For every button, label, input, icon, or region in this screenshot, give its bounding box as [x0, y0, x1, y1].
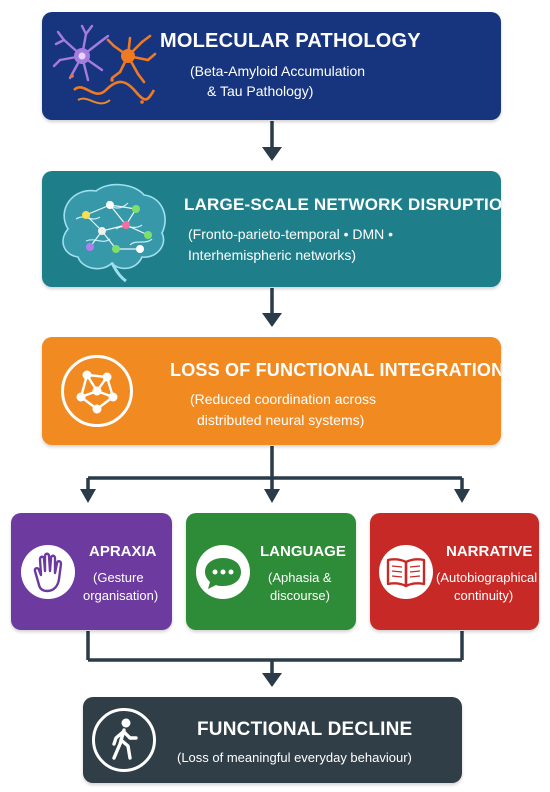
narrative-title: NARRATIVE	[446, 543, 533, 560]
language-subtitle-line1: (Aphasia &	[268, 570, 332, 585]
narrative-subtitle-line2: continuity)	[454, 588, 514, 603]
language-title: LANGUAGE	[260, 543, 346, 560]
apraxia-title: APRAXIA	[89, 543, 157, 560]
molecular-pathology-box: MOLECULAR PATHOLOGY (Beta-Amyloid Accumu…	[42, 12, 501, 120]
loss-subtitle-line1: (Reduced coordination across	[190, 391, 376, 407]
book-icon	[386, 558, 426, 588]
brain-network-icon	[62, 183, 166, 283]
narrative-box: NARRATIVE (Autobiographical continuity)	[370, 513, 539, 630]
apraxia-box: APRAXIA (Gesture organisation)	[11, 513, 172, 630]
apraxia-subtitle-line2: organisation)	[83, 588, 159, 603]
network-graph-icon-circle	[61, 355, 133, 427]
loss-subtitle-line2: distributed neural systems)	[197, 412, 365, 428]
speech-bubble-icon	[205, 558, 241, 589]
apraxia-subtitle-line1: (Gesture	[93, 570, 144, 585]
network-disruption-box: LARGE-SCALE NETWORK DISRUPTION (Fronto-p…	[42, 171, 501, 287]
network-subtitle-line2: Interhemispheric networks)	[188, 247, 357, 263]
molecular-subtitle-line2: & Tau Pathology)	[207, 83, 314, 99]
loss-title: LOSS OF FUNCTIONAL INTEGRATION	[170, 360, 501, 380]
arrowhead-language	[264, 489, 280, 503]
narrative-subtitle-line1: (Autobiographical	[436, 570, 538, 585]
language-box: LANGUAGE (Aphasia & discourse)	[186, 513, 356, 630]
walking-person-icon	[112, 718, 138, 760]
decline-title: FUNCTIONAL DECLINE	[197, 719, 413, 740]
arrowhead-loss	[262, 313, 282, 327]
network-title: LARGE-SCALE NETWORK DISRUPTION	[184, 195, 501, 214]
arrowhead-decline	[262, 673, 282, 687]
molecular-title: MOLECULAR PATHOLOGY	[160, 30, 421, 52]
network-graph-icon	[76, 370, 118, 414]
arrowhead-narrative	[454, 489, 470, 503]
language-subtitle-line2: discourse)	[270, 588, 330, 603]
arrow-domains-to-decline	[86, 631, 464, 674]
neuron-icon	[52, 24, 157, 105]
decline-subtitle: (Loss of meaningful everyday behaviour)	[177, 750, 412, 765]
arrowhead-network	[262, 147, 282, 161]
hand-icon	[33, 552, 63, 593]
arrow-loss-to-domains	[86, 446, 464, 490]
functional-integration-box: LOSS OF FUNCTIONAL INTEGRATION (Reduced …	[42, 337, 501, 445]
arrowhead-apraxia	[80, 489, 96, 503]
molecular-subtitle-line1: (Beta-Amyloid Accumulation	[190, 63, 366, 79]
network-subtitle-line1: (Fronto-parieto-temporal • DMN •	[188, 226, 394, 242]
functional-decline-box: FUNCTIONAL DECLINE (Loss of meaningful e…	[83, 697, 462, 783]
walking-person-icon-circle	[92, 708, 156, 772]
